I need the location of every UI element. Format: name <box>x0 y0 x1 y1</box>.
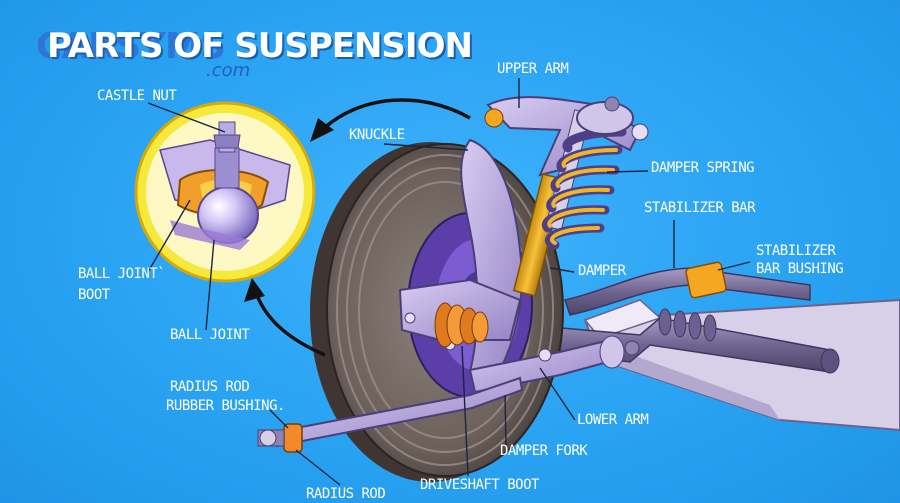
radius-rod-bushing <box>283 423 303 453</box>
label-driveshaft-boot: DRIVESHAFT BOOT <box>420 477 539 493</box>
label-ball-joint: BALL JOINT <box>170 327 250 343</box>
ball-joint-magnifier <box>134 101 316 283</box>
label-stabilizer-bar-bushing-line2: BAR BUSHING <box>756 261 844 277</box>
label-castle-nut: CASTLE NUT <box>97 88 177 104</box>
label-radius-rod-bushing-line1: RADIUS ROD <box>170 379 250 395</box>
label-upper-arm: UPPER ARM <box>497 61 569 77</box>
label-lower-arm: LOWER ARM <box>577 412 649 428</box>
pointer-arrows <box>253 98 471 357</box>
label-ball-joint-boot-line2: BOOT <box>78 287 110 303</box>
label-damper-spring: DAMPER SPRING <box>651 160 755 176</box>
stabilizer-bar-bushing <box>685 261 727 299</box>
radius-rod <box>257 376 524 453</box>
watermark-brand: CARSYMS <box>36 26 226 67</box>
arrowheads <box>244 118 334 302</box>
label-ball-joint-boot-line1: BALL JOINT` <box>78 266 166 282</box>
label-radius-rod-bushing-line2: RUBBER BUSHING. <box>166 398 285 414</box>
label-radius-rod: RADIUS ROD <box>306 486 386 502</box>
label-damper: DAMPER <box>578 263 626 279</box>
damper-assembly <box>512 96 634 297</box>
leader-lines <box>147 78 751 486</box>
chassis-frame <box>583 298 900 432</box>
driveshaft-boot <box>434 302 489 348</box>
label-damper-fork: DAMPER FORK <box>500 443 588 459</box>
label-stabilizer-bar-bushing-line1: STABILIZER <box>756 243 836 259</box>
label-stabilizer-bar: STABILIZER BAR <box>644 200 756 216</box>
label-knuckle: KNUCKLE <box>349 127 405 143</box>
lower-arm <box>468 335 640 394</box>
page-title: PARTS OF SUSPENSION <box>47 26 473 66</box>
stabilizer-bar <box>564 261 811 316</box>
watermark-tld: .com <box>206 60 251 81</box>
